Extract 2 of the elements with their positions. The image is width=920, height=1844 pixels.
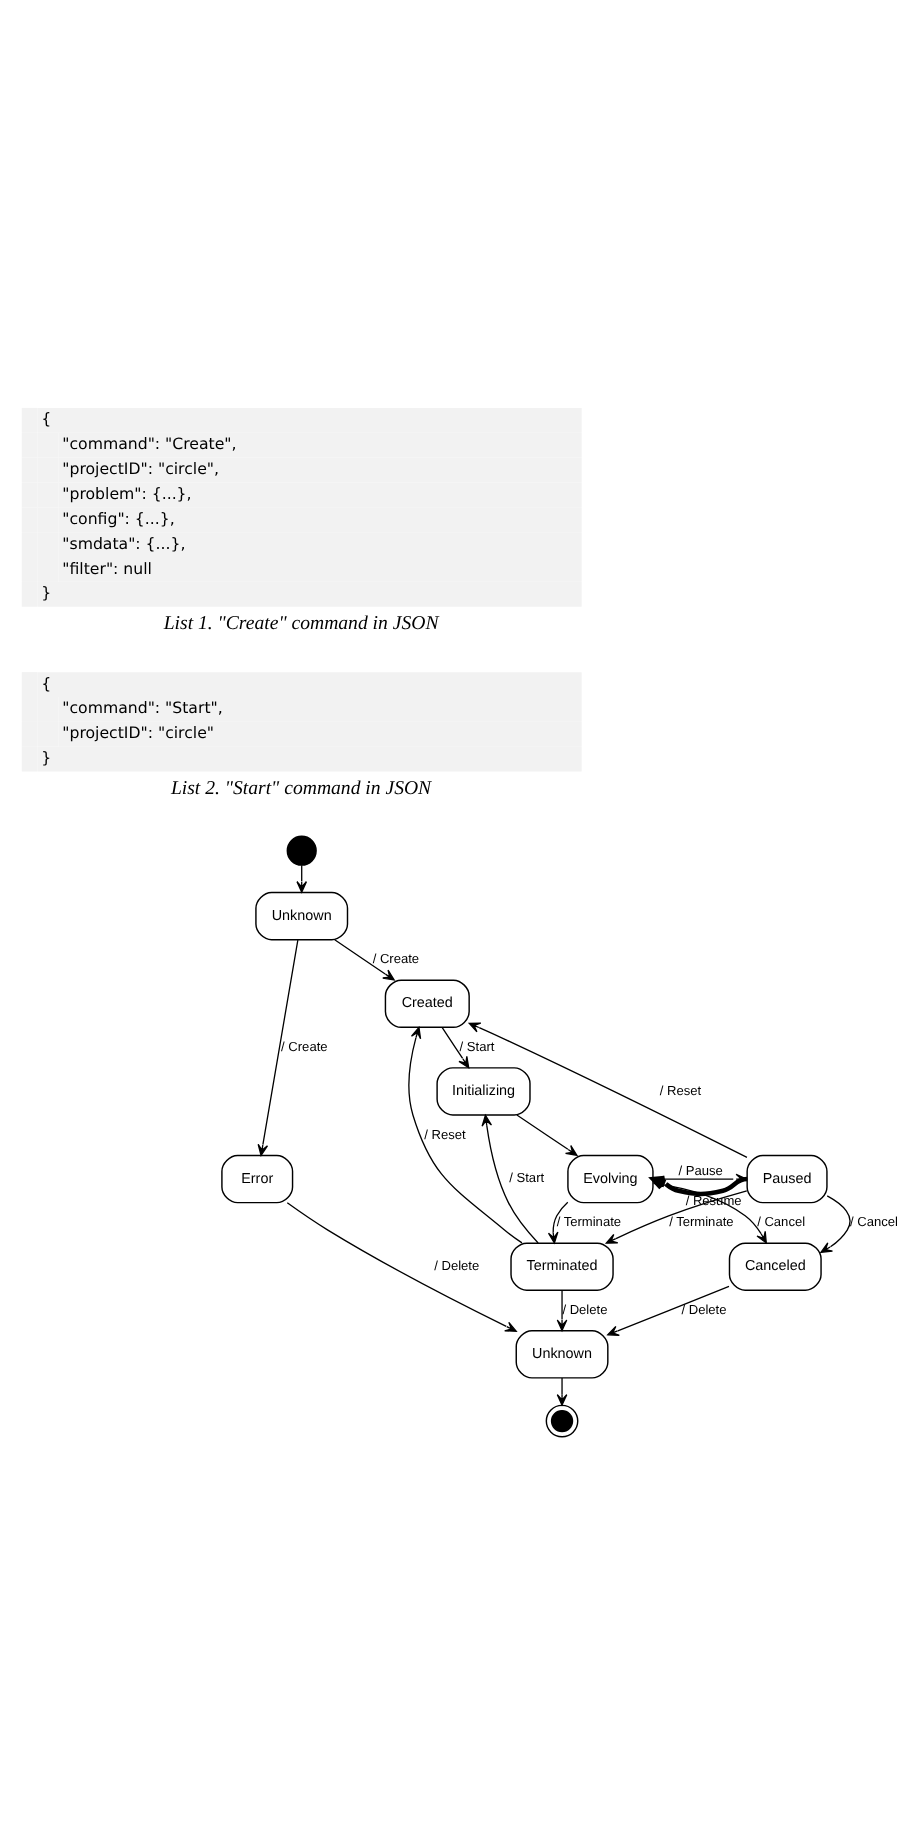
label: List 2. "Start" command in JSON [170,777,432,800]
label: List 1. "Create" command in JSON [163,612,439,635]
